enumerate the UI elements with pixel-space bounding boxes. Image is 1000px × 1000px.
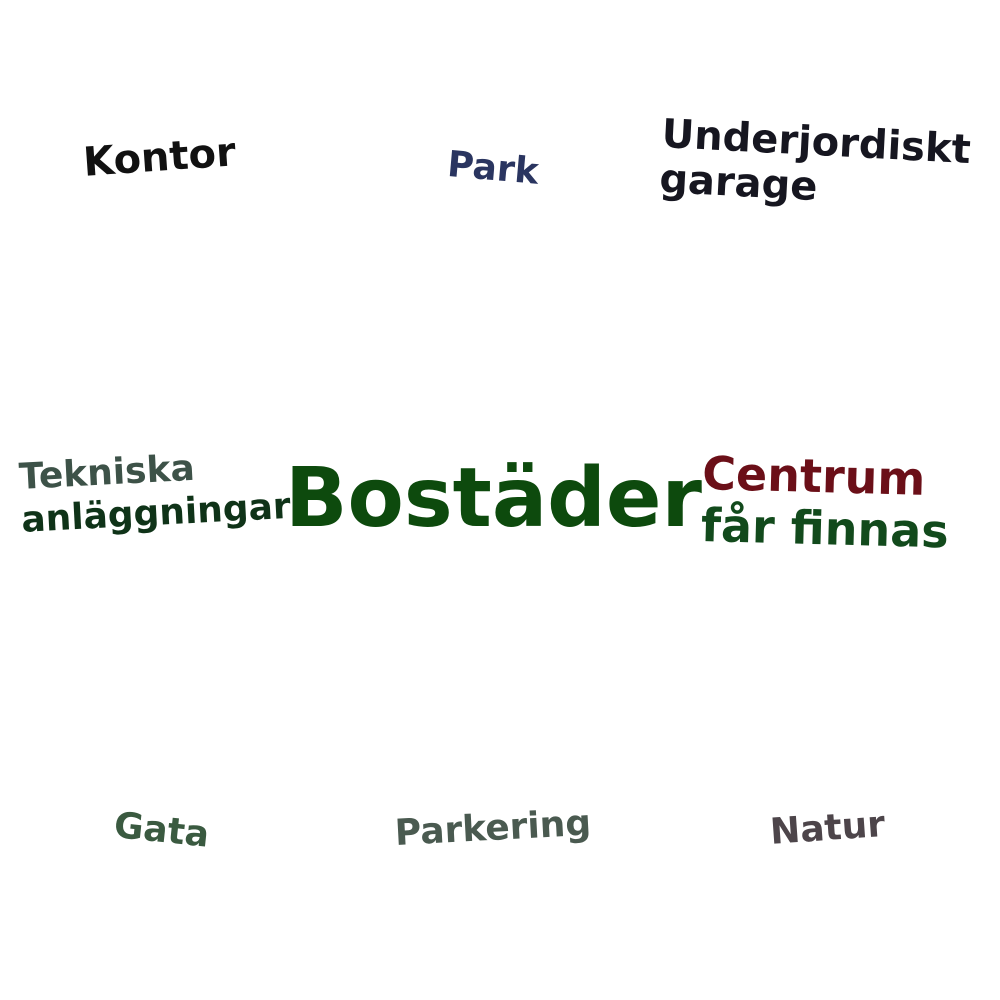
word-park: Park [445, 144, 541, 193]
word-tekniska-anlaggningar: Tekniska anläggningar [18, 442, 292, 542]
word-centrum: Centrum [701, 446, 927, 506]
word-centrum-far-finnas: Centrum får finnas [700, 446, 950, 558]
word-natur: Natur [768, 803, 887, 853]
word-gata: Gata [112, 805, 212, 856]
word-bostader: Bostäder [285, 451, 702, 546]
word-far-finnas: får finnas [700, 497, 950, 558]
word-underjordiskt-garage: Underjordiskt garage [658, 111, 972, 218]
word-kontor: Kontor [81, 129, 238, 186]
word-parkering: Parkering [393, 802, 593, 854]
